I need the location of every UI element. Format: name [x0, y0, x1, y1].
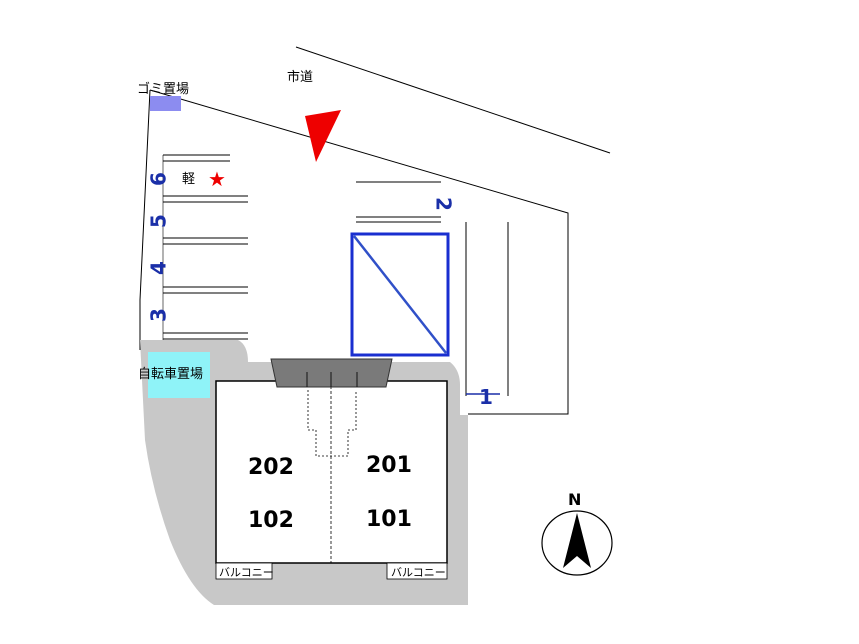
balcony-right-label: バルコニー [391, 566, 446, 579]
garbage-area [150, 96, 181, 111]
balcony-left-label: バルコニー [219, 566, 274, 579]
city-road-label: 市道 [287, 69, 313, 85]
bicycle-area [148, 352, 210, 398]
balcony-left-box [215, 562, 273, 580]
parking-number-2: 2 [432, 197, 456, 211]
site-boundary-west [139, 89, 151, 350]
parking-number-4: 4 [147, 261, 171, 275]
room-202: 202 [248, 455, 294, 480]
garbage-label: ゴミ置場 [137, 81, 189, 97]
reserved-parking-box [350, 232, 450, 357]
kei-car-label: 軽 [182, 172, 195, 187]
reserved-box-diagonal [353, 235, 447, 354]
star-icon: ★ [208, 167, 226, 191]
city-road-line [295, 46, 611, 154]
room-102: 102 [248, 508, 294, 533]
building [215, 380, 448, 564]
room-201: 201 [366, 453, 412, 478]
entry-arrow-icon [305, 110, 341, 162]
parking-number-3: 3 [147, 308, 171, 322]
room-101: 101 [366, 507, 412, 532]
site-boundary [149, 89, 569, 415]
parking-number-1: 1 [479, 385, 493, 409]
parking-number-5: 5 [147, 214, 171, 228]
bicycle-label: 自転車置場 [138, 367, 203, 382]
compass-arrow-icon [563, 513, 591, 568]
parking-number-6: 6 [147, 172, 171, 186]
stair-outline [307, 390, 357, 457]
balcony-right-box [386, 562, 448, 580]
north-label: N [568, 490, 581, 509]
